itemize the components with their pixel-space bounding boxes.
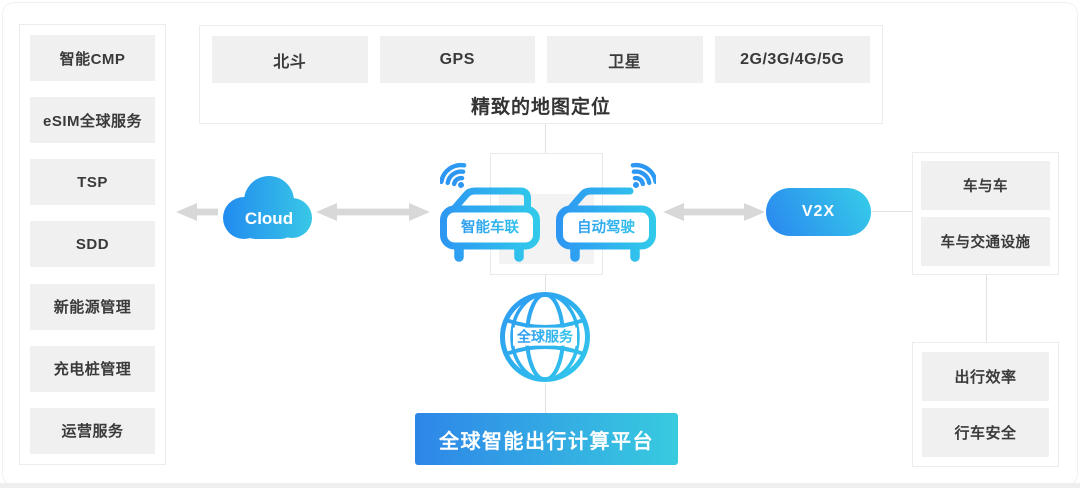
map-positioning-panel: 北斗 GPS 卫星 2G/3G/4G/5G 精致的地图定位 xyxy=(199,25,883,124)
benefits-panel: 出行效率 行车安全 xyxy=(912,342,1059,467)
car-icon xyxy=(556,162,656,262)
services-sidebar: 智能CMP eSIM全球服务 TSP SDD 新能源管理 充电桩管理 运营服务 xyxy=(19,24,166,465)
wifi-icon xyxy=(440,162,467,188)
sidebar-item-new-energy: 新能源管理 xyxy=(30,283,155,330)
connected-car-label: 智能车联 xyxy=(448,214,532,242)
wifi-icon xyxy=(630,162,656,188)
v2x-label: V2X xyxy=(801,203,836,220)
map-positioning-title: 精致的地图定位 xyxy=(470,97,611,118)
arrow-car-v2x-icon xyxy=(663,203,765,221)
v2x-item-car-to-infrastructure: 车与交通设施 xyxy=(921,217,1050,266)
sidebar-item-operation: 运营服务 xyxy=(30,407,155,454)
platform-banner: 全球智能出行计算平台 xyxy=(415,413,678,465)
v2x-item-car-to-car: 车与车 xyxy=(921,161,1050,210)
sidebar-item-sdd: SDD xyxy=(30,221,155,268)
cloud-icon: Cloud xyxy=(223,176,312,239)
benefit-item-safety: 行车安全 xyxy=(922,408,1049,457)
connector-top-to-hub xyxy=(545,124,546,153)
arrow-cloud-car-icon xyxy=(316,203,430,221)
sidebar-item-charging: 充电桩管理 xyxy=(30,345,155,392)
connected-car: 智能车联 xyxy=(440,156,540,264)
connector-globe-to-banner xyxy=(545,383,546,413)
connector-hub-to-globe xyxy=(545,275,546,291)
sidebar-item-cmp: 智能CMP xyxy=(30,35,155,81)
positioning-item-gps: GPS xyxy=(379,36,535,83)
global-service-label: 全球服务 xyxy=(514,326,576,348)
bottom-edge-strip xyxy=(0,483,1080,488)
positioning-item-cellular: 2G/3G/4G/5G xyxy=(714,36,870,83)
globe-label-backdrop xyxy=(513,327,577,346)
autonomous-car: 自动驾驶 xyxy=(556,156,656,264)
platform-banner-label: 全球智能出行计算平台 xyxy=(439,430,654,453)
v2x-targets-panel: 车与车 车与交通设施 xyxy=(912,152,1059,275)
autonomous-car-label: 自动驾驶 xyxy=(564,214,648,242)
sidebar-item-esim: eSIM全球服务 xyxy=(30,97,155,144)
car-icon xyxy=(440,162,540,262)
cloud-label: Cloud xyxy=(245,209,293,228)
positioning-item-satellite: 卫星 xyxy=(547,36,703,83)
global-service-node: 全球服务 xyxy=(497,289,593,385)
v2x-node: V2X xyxy=(766,188,871,236)
sidebar-item-tsp: TSP xyxy=(30,159,155,206)
benefit-item-efficiency: 出行效率 xyxy=(922,352,1049,401)
arrow-left-icon xyxy=(176,203,218,221)
connector-v2x-to-box xyxy=(871,211,912,212)
connector-right-boxes xyxy=(986,275,987,342)
positioning-item-beidou: 北斗 xyxy=(212,36,368,83)
